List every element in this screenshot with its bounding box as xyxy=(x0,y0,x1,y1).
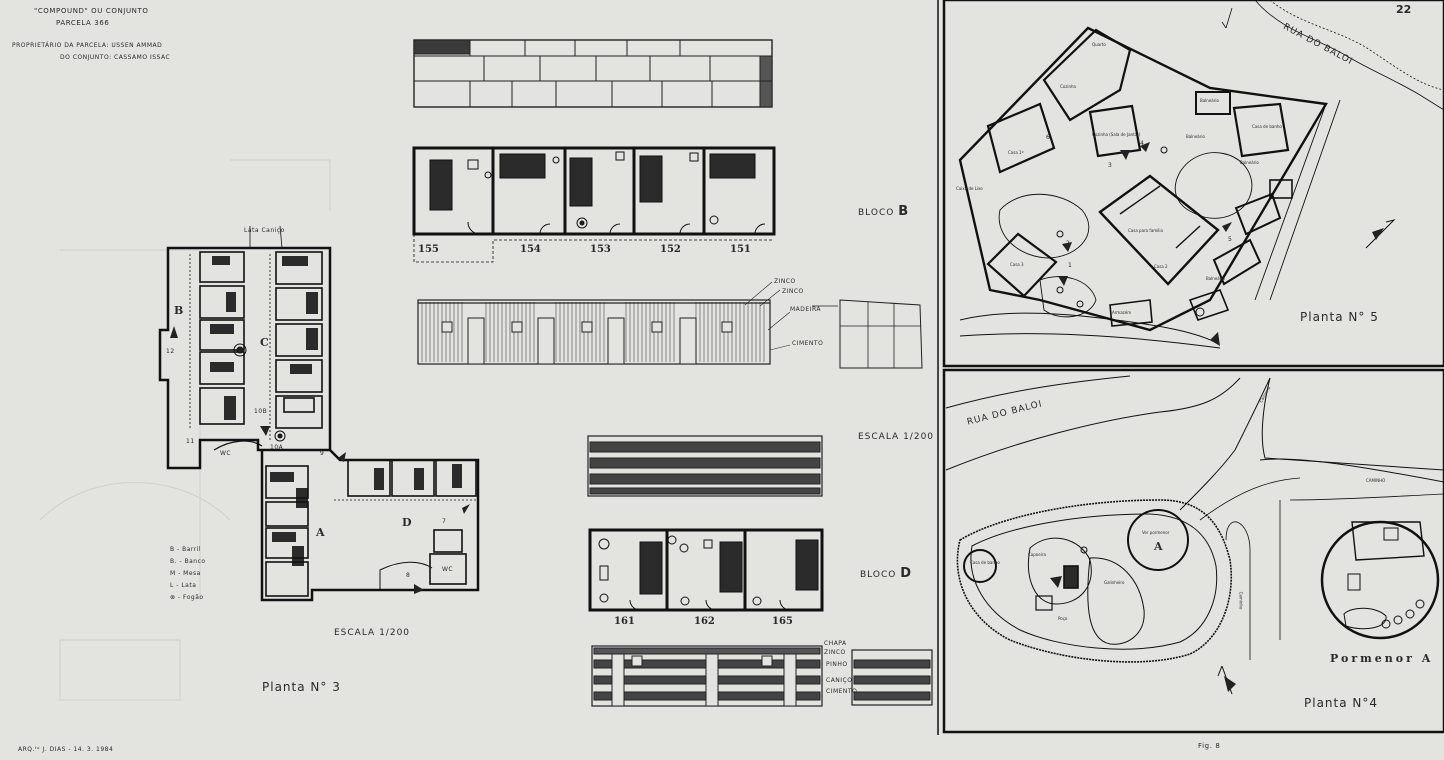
bloco-d-floor-plan xyxy=(588,528,824,612)
bloco-b-floor-plan xyxy=(412,146,776,263)
planta4-label: CAMINHO xyxy=(1366,478,1386,483)
header-owner-compound: DO CONJUNTO: CASSAMO ISSAC xyxy=(60,54,171,61)
area-label: Caixa de Lixo xyxy=(956,186,983,191)
planta-4-site-plan xyxy=(945,375,1444,695)
bloco-b-label-text: BLOCO xyxy=(858,208,895,218)
planta3-title: Planta N° 3 xyxy=(262,680,341,694)
bloco-d-label: BLOCO D xyxy=(860,566,912,581)
area-label: Balneário xyxy=(1200,98,1219,103)
material-tag: CIMENTO xyxy=(826,688,858,695)
planta3-top-labels: Lata Caniço xyxy=(244,227,285,234)
area-label: Balneário xyxy=(1240,160,1259,165)
area-label: Casa de banho xyxy=(1252,124,1282,129)
middle-scale: ESCALA 1/200 xyxy=(858,432,935,442)
material-tag: CIMENTO xyxy=(792,340,824,347)
planta3-marker: 7 xyxy=(442,518,447,525)
planta3-letter-b: B xyxy=(174,304,184,317)
planta3-letter-c: C xyxy=(260,336,269,349)
area-label: Cozinha (Sala de Jantar) xyxy=(1092,132,1141,137)
planta4-label: Casa de banho xyxy=(970,560,1000,565)
area-label: Balneário xyxy=(1186,134,1205,139)
header-title: "COMPOUND" OU CONJUNTO xyxy=(34,7,149,15)
footer-author: ARQ.ᵗᵒ J. DIAS - 14. 3. 1984 xyxy=(18,746,114,753)
material-tag: ZINCO xyxy=(782,288,804,295)
planta4-label: Caminho xyxy=(1238,591,1244,610)
planta-5-site-plan xyxy=(958,0,1444,349)
planta3-marker: 10A xyxy=(270,444,284,451)
legend-item: L - Lata xyxy=(170,582,197,589)
unit-number: 162 xyxy=(694,616,715,627)
bloco-d-front-elevation xyxy=(591,645,933,707)
planta4-label: Capoeira xyxy=(1028,552,1046,557)
area-label: Casa 1º xyxy=(1008,150,1024,155)
planta3-marker: 9 xyxy=(320,450,325,457)
planta4-label: Galinheiro xyxy=(1104,580,1125,585)
material-tag: CHAPA xyxy=(824,640,847,647)
material-tag: CANIÇO xyxy=(826,677,853,684)
planta-3-plan xyxy=(158,225,480,602)
legend-item: ⊗ - Fogão xyxy=(170,594,204,601)
bloco-b-front-elevation xyxy=(417,281,923,369)
frame-planta5 xyxy=(942,0,1444,368)
unit-number: 155 xyxy=(418,244,439,255)
bloco-d-top-elevation xyxy=(587,435,823,497)
area-label: Balneário xyxy=(1206,276,1225,281)
bloco-d-letter: D xyxy=(900,566,912,581)
bloco-b-letter: B xyxy=(898,204,910,219)
ghost-lines xyxy=(39,159,331,701)
planta5-marker: 2 xyxy=(1066,240,1071,247)
planta4-detail-label: Pormenor A xyxy=(1330,652,1433,665)
header-owner-parcel: PROPRIETÁRIO DA PARCELA: USSEN AMMAD xyxy=(12,42,163,49)
unit-number: 151 xyxy=(730,244,751,255)
planta5-marker: 4 xyxy=(1140,140,1145,147)
planta5-marker: 5 xyxy=(1228,236,1233,243)
area-label: Quarto xyxy=(1092,42,1106,47)
planta3-wc: WC xyxy=(220,450,232,457)
area-label: Casa para família xyxy=(1128,228,1163,233)
planta3-scale: ESCALA 1/200 xyxy=(334,628,411,638)
area-label: Casa 2 xyxy=(1154,264,1168,269)
legend-item: B - Barril xyxy=(170,546,202,553)
bloco-d-label-text: BLOCO xyxy=(860,570,897,580)
bloco-b-label: BLOCO B xyxy=(858,204,909,219)
planta4-label: Ver pormenor xyxy=(1142,530,1170,535)
planta4-detail-letter: A xyxy=(1154,540,1163,553)
unit-number: 154 xyxy=(520,244,541,255)
planta5-marker: 6 xyxy=(1046,134,1051,141)
frame-planta4 xyxy=(942,368,1444,734)
planta3-marker: 11 xyxy=(186,438,195,445)
unit-number: 153 xyxy=(590,244,611,255)
planta3-wc: WC xyxy=(442,566,454,573)
planta5-marker: 1 xyxy=(1068,262,1073,269)
area-label: Casa 3 xyxy=(1010,262,1024,267)
unit-number: 152 xyxy=(660,244,681,255)
planta3-marker: 8 xyxy=(406,572,411,579)
planta5-title: Planta N° 5 xyxy=(1300,310,1379,324)
planta3-marker: 10B xyxy=(254,408,268,415)
unit-number: 161 xyxy=(614,616,635,627)
planta3-marker: 12 xyxy=(166,348,175,355)
planta4-label: Poço xyxy=(1058,616,1068,621)
planta4-detail-text: Pormenor A xyxy=(1330,652,1434,665)
bloco-b-top-elevation xyxy=(413,39,773,108)
header-parcel: PARCELA 366 xyxy=(56,19,110,27)
area-label: Armazém xyxy=(1112,310,1132,315)
legend-item: B. - Banco xyxy=(170,558,206,565)
material-tag: ZINCO xyxy=(774,278,796,285)
material-tag: ZINCO xyxy=(824,649,846,656)
material-tag: MADEIRA xyxy=(790,306,821,313)
legend-item: M - Mesa xyxy=(170,570,201,577)
planta3-letter-a: A xyxy=(316,526,325,539)
planta4-title: Planta N°4 xyxy=(1304,696,1379,710)
unit-number: 165 xyxy=(772,616,793,627)
planta3-letter-d: D xyxy=(402,516,412,529)
figure-label: Fig. 8 xyxy=(1198,742,1221,750)
material-tag: PINHO xyxy=(826,661,848,668)
page-number: 22 xyxy=(1396,3,1412,16)
planta5-marker: 3 xyxy=(1108,162,1113,169)
area-label: Cozinha xyxy=(1060,84,1076,89)
